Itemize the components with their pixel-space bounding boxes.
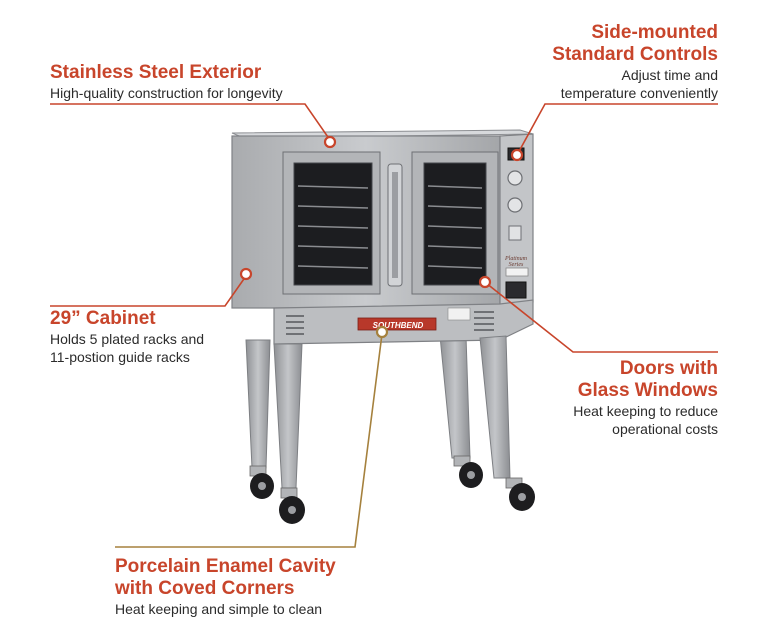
callout-cabinet-desc-1: Holds 5 plated racks and	[50, 331, 205, 347]
callout-doors-desc-1: Heat keeping to reduce	[573, 403, 718, 419]
callout-cabinet-desc-2: 11-postion guide racks	[50, 349, 190, 365]
right-door	[411, 151, 499, 295]
vent-slots	[286, 311, 494, 335]
leader-controls	[516, 103, 718, 156]
callout-exterior-desc: High-quality construction for longevity	[50, 85, 283, 101]
callout-cavity-title-1: Porcelain Enamel Cavity	[115, 556, 336, 577]
leader-lines	[50, 103, 718, 548]
callout-doors-title-2: Glass Windows	[577, 380, 718, 401]
callout-controls-title-1: Side-mounted	[591, 22, 718, 43]
callout-controls-title-2: Standard Controls	[552, 44, 718, 65]
callout-controls: Side-mounted Standard Controls Adjust ti…	[552, 22, 718, 102]
callout-cavity: Porcelain Enamel Cavity with Coved Corne…	[115, 556, 336, 618]
dot-exterior	[323, 135, 337, 149]
callout-cabinet: 29” Cabinet Holds 5 plated racks and 11-…	[50, 308, 204, 366]
dot-cavity	[375, 325, 389, 339]
callout-exterior: Stainless Steel Exterior High-quality co…	[50, 62, 283, 102]
callout-controls-desc-1: Adjust time and	[621, 67, 719, 83]
dot-controls	[510, 148, 524, 162]
leader-exterior	[50, 103, 331, 141]
dot-cabinet	[239, 267, 253, 281]
callout-cavity-desc: Heat keeping and simple to clean	[115, 601, 323, 617]
leader-cavity	[115, 333, 383, 548]
callout-doors: Doors with Glass Windows Heat keeping to…	[573, 358, 718, 438]
callout-cabinet-title: 29” Cabinet	[50, 308, 156, 329]
dot-doors	[478, 275, 492, 289]
callout-doors-desc-2: operational costs	[612, 421, 718, 437]
model-script: Platinum Series	[505, 256, 527, 268]
callout-controls-desc-2: temperature conveniently	[560, 85, 718, 101]
brand-badge-text: SOUTHBEND	[373, 321, 424, 330]
casters	[249, 455, 535, 524]
callout-cavity-title-2: with Coved Corners	[115, 578, 295, 599]
leader-doors	[485, 282, 718, 353]
callout-dots	[239, 135, 524, 339]
front-legs	[273, 335, 511, 489]
leader-cabinet	[50, 275, 247, 307]
callout-doors-title-1: Doors with	[619, 358, 718, 379]
callout-exterior-title: Stainless Steel Exterior	[50, 62, 262, 83]
brand-badge	[357, 317, 437, 331]
left-door	[282, 151, 381, 295]
